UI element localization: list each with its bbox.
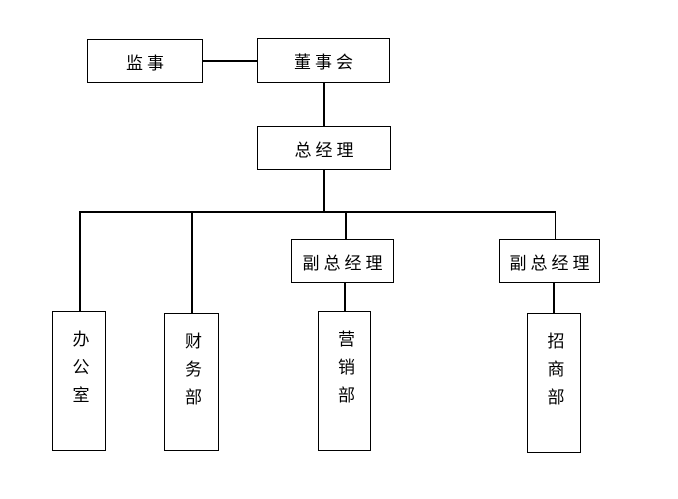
node-deputy-gm-1-label: 副总经理	[302, 253, 387, 274]
connector-branch-bus	[79, 211, 556, 213]
node-marketing-dept: 营销部	[318, 311, 371, 451]
connector-board-general-manager	[323, 83, 325, 126]
node-marketing-dept-label: 营销部	[334, 330, 354, 414]
node-deputy-gm-1: 副总经理	[291, 239, 394, 283]
connector-branch-finance-dept	[191, 211, 193, 313]
connector-deputy-gm-1-marketing	[344, 283, 346, 311]
node-finance-dept-label: 财务部	[181, 332, 201, 416]
node-deputy-gm-2-label: 副总经理	[509, 253, 594, 274]
node-investment-dept: 招商部	[527, 313, 581, 453]
node-general-manager-label: 总经理	[294, 140, 358, 161]
node-investment-dept-label: 招商部	[543, 332, 564, 416]
node-office-label: 办公室	[68, 330, 89, 414]
connector-branch-deputy-gm-1	[345, 211, 347, 239]
connector-branch-deputy-gm-2	[554, 211, 556, 239]
node-supervisor-label: 监事	[126, 53, 168, 74]
node-supervisor: 监事	[87, 39, 203, 83]
connector-deputy-gm-2-investment	[553, 283, 555, 313]
connector-general-manager-branch	[323, 170, 325, 211]
node-office: 办公室	[52, 311, 106, 451]
node-deputy-gm-2: 副总经理	[499, 239, 600, 283]
node-board-label: 董事会	[294, 53, 357, 73]
node-finance-dept: 财务部	[164, 313, 219, 451]
connector-branch-office	[79, 211, 81, 311]
node-general-manager: 总经理	[257, 126, 391, 170]
node-board: 董事会	[257, 38, 390, 83]
connector-supervisor-board	[203, 60, 257, 62]
